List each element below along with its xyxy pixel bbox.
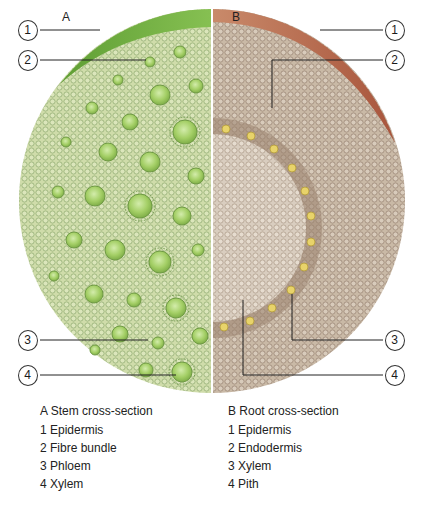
key-text: 4 Pith (228, 477, 259, 491)
key-text: 1 Epidermis (228, 423, 291, 437)
stem-half (19, 9, 211, 393)
key-text: 2 Endodermis (228, 441, 302, 455)
callout-number: 4 (385, 365, 405, 386)
callout-number: 1 (18, 20, 38, 41)
callout-number: 2 (385, 50, 405, 71)
key-text: A Stem cross-section (40, 404, 153, 418)
key-text: 1 Epidermis (40, 423, 103, 437)
key-text: 2 Fibre bundle (40, 441, 117, 455)
key-text: 3 Phloem (40, 459, 91, 473)
callout-number: 3 (18, 330, 38, 351)
leader-lines (40, 30, 383, 375)
section-letter: B (232, 10, 240, 24)
callout-number: 1 (385, 20, 405, 41)
bundle-sheaths (125, 117, 200, 385)
key-text: 3 Xylem (228, 459, 271, 473)
section-letter: A (62, 10, 70, 24)
key-text: B Root cross-section (228, 404, 339, 418)
root-xylem-dots (220, 125, 315, 331)
callout-number: 2 (18, 50, 38, 71)
fibre-bundles (49, 46, 208, 382)
key-text: 4 Xylem (40, 477, 83, 491)
stem-epidermis (60, 9, 211, 84)
root-epidermis (213, 9, 395, 143)
divider-line (211, 6, 213, 396)
callout-number: 4 (18, 365, 38, 386)
callout-number: 3 (385, 330, 405, 351)
